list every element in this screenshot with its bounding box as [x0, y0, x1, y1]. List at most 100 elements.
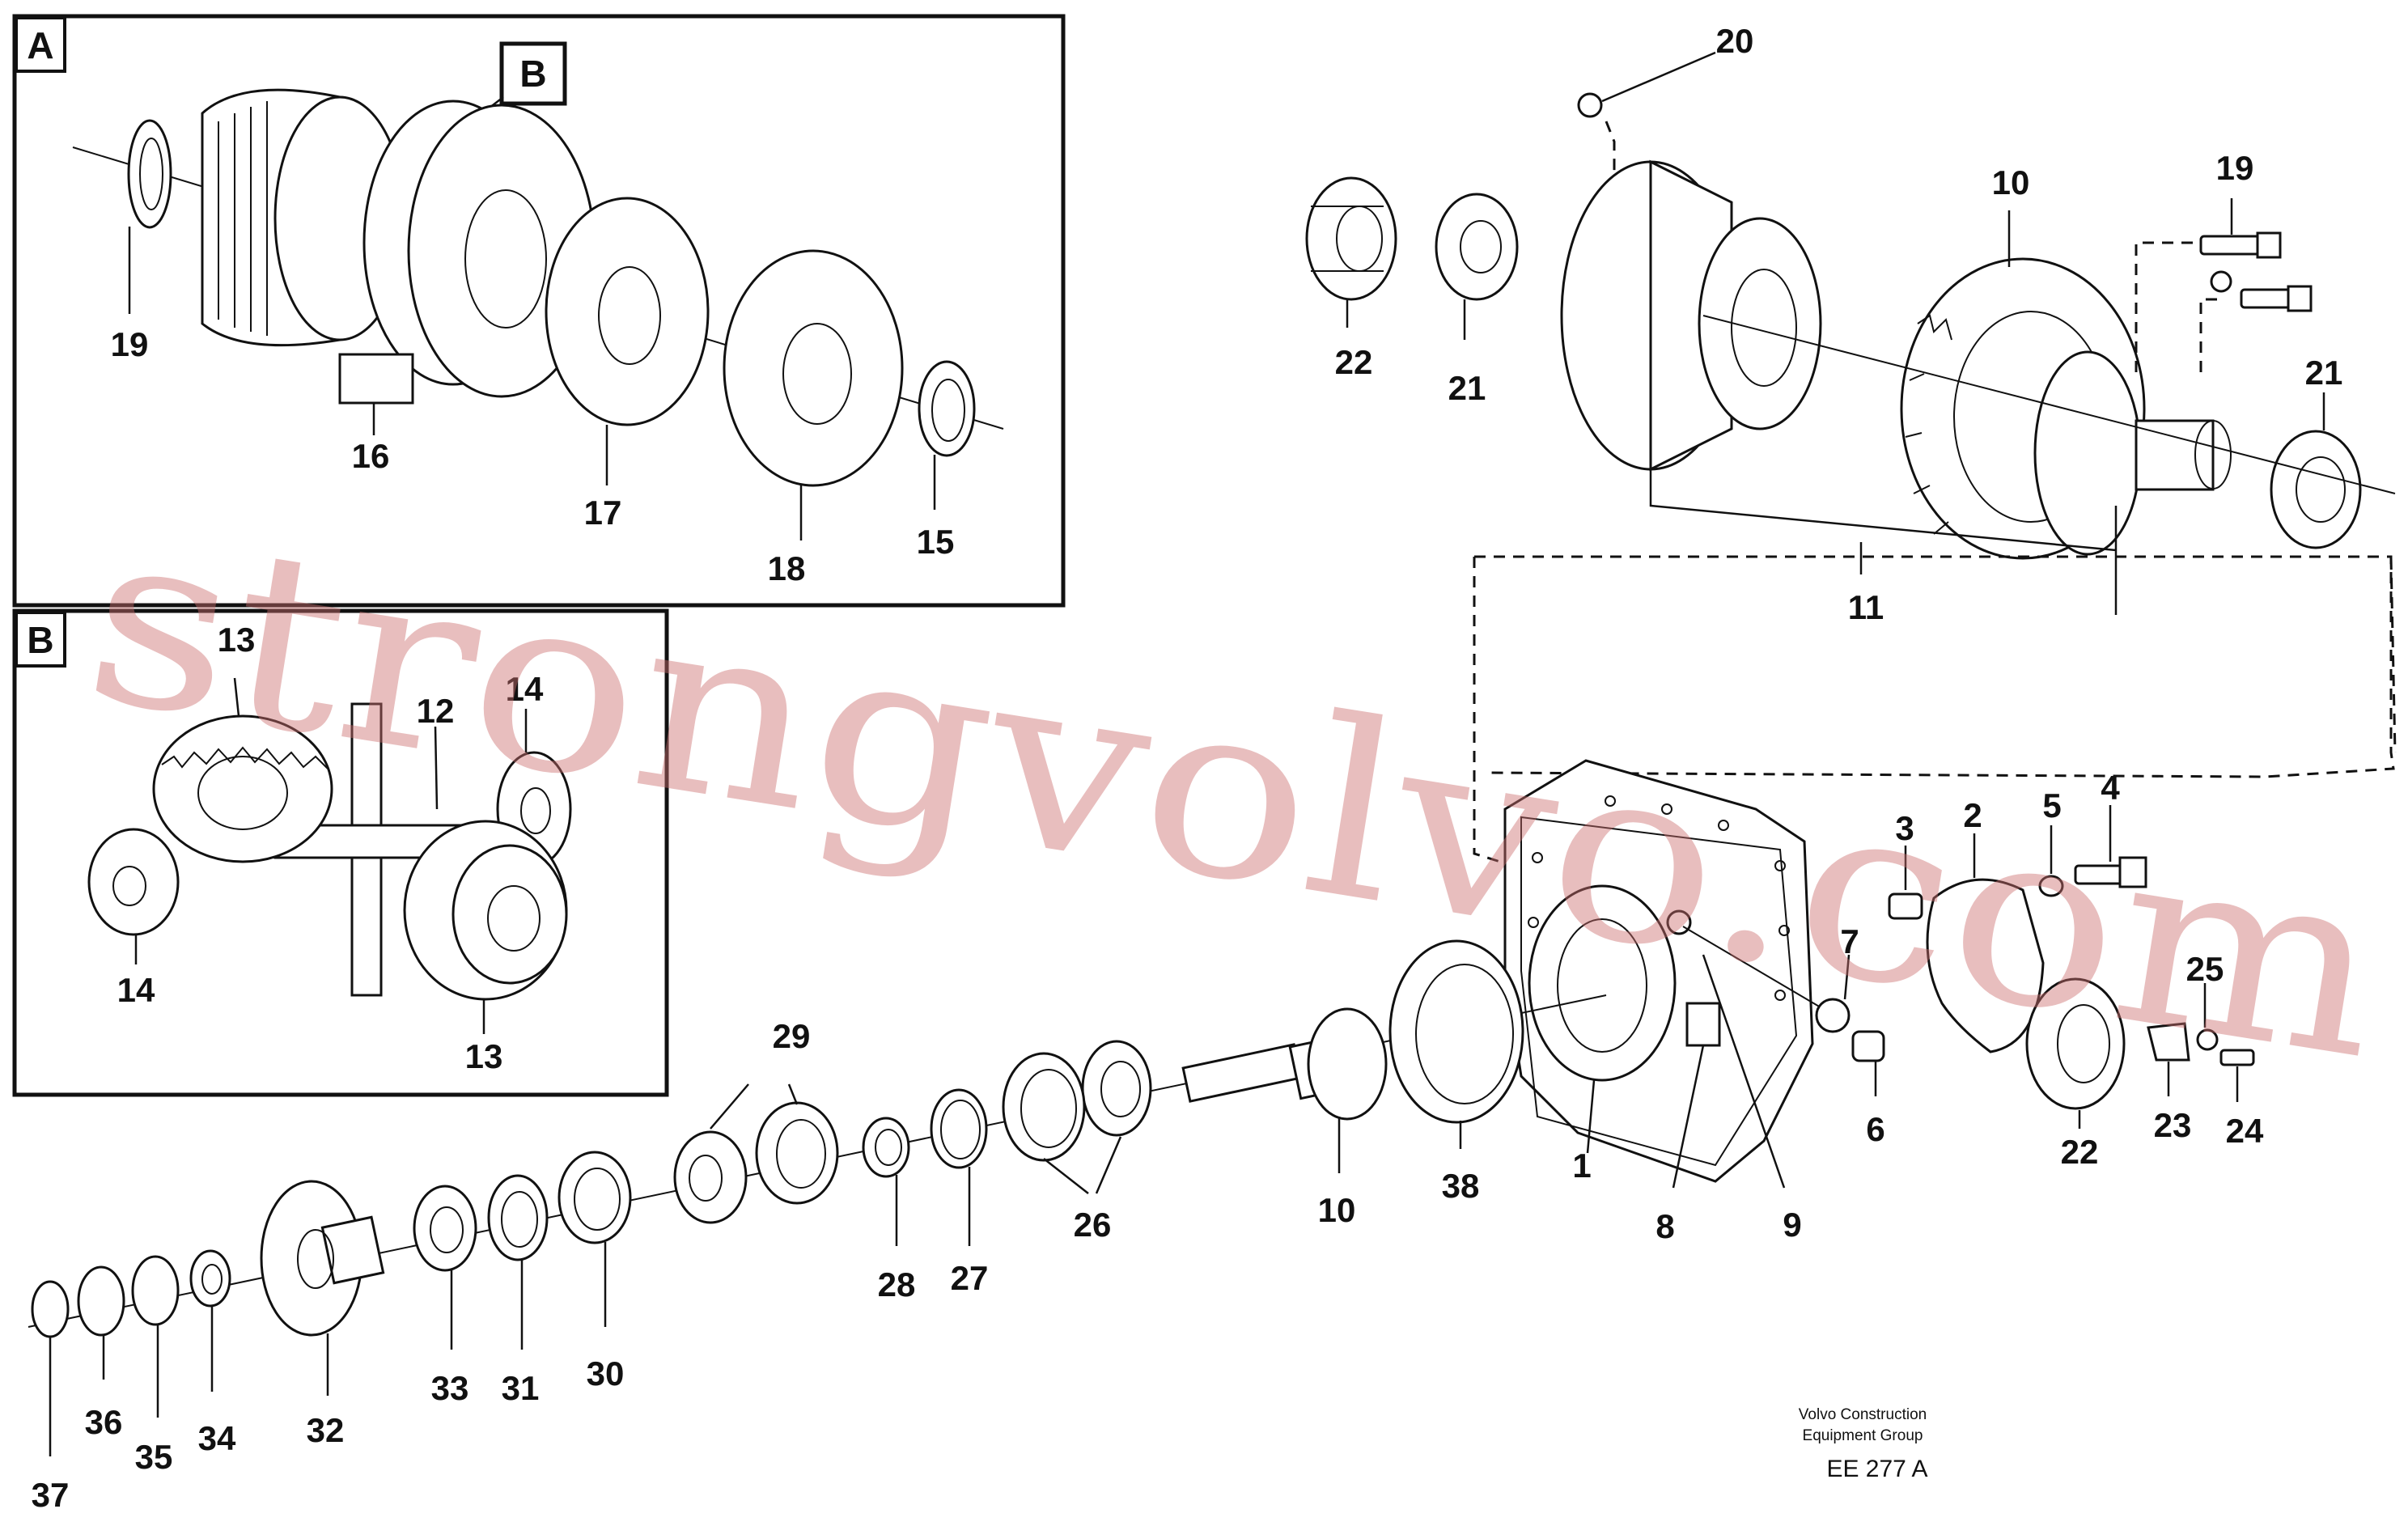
sleeve-3 — [1888, 892, 1923, 920]
label-11: 11 — [1848, 588, 1884, 626]
label-26: 26 — [1074, 1206, 1112, 1244]
inset-b-tag-box — [15, 611, 66, 668]
label-33: 33 — [431, 1369, 469, 1407]
label-7: 7 — [1840, 922, 1859, 960]
label-25: 25 — [2186, 950, 2224, 988]
label-10-bottom: 10 — [1318, 1191, 1356, 1229]
footer-block: Volvo Construction Equipment Group EE 27… — [1799, 1406, 1928, 1482]
label-19-right: 19 — [2216, 149, 2254, 187]
bearing-21-left — [1435, 193, 1519, 301]
shim-27 — [930, 1088, 988, 1169]
footer-company: Volvo Construction — [1799, 1406, 1927, 1423]
label-27: 27 — [951, 1259, 989, 1297]
label-38: 38 — [1442, 1167, 1480, 1205]
adjusting-nut-22 — [2025, 977, 2126, 1110]
bearing-cap-2 — [1926, 878, 2045, 1053]
label-4: 4 — [2101, 769, 2120, 807]
inset-a-subtag-box — [499, 41, 567, 106]
label-6: 6 — [1866, 1110, 1884, 1148]
label-inset-a-18: 18 — [768, 549, 806, 587]
label-5: 5 — [2042, 786, 2061, 824]
differential-case — [1560, 159, 1822, 472]
label-30: 30 — [587, 1354, 625, 1392]
label-20: 20 — [1716, 22, 1754, 60]
label-21-right: 21 — [2305, 354, 2343, 392]
washer-33 — [413, 1185, 477, 1272]
inset-a-frame — [12, 14, 1066, 608]
label-22-bottom: 22 — [2061, 1133, 2099, 1171]
watermark: strongvolvo.com — [70, 473, 2400, 1113]
label-inset-a-15: 15 — [917, 523, 955, 561]
inset-b: B 13 12 14 1 — [12, 608, 669, 1097]
label-inset-a-19: 19 — [111, 325, 149, 363]
bolts-19 — [2199, 231, 2313, 312]
washer-7 — [1815, 998, 1851, 1033]
label-24: 24 — [2226, 1112, 2264, 1150]
screw-24 — [2219, 1049, 2255, 1066]
label-21-left: 21 — [1448, 369, 1486, 407]
bearing-cup-38 — [1388, 939, 1524, 1124]
plug-6 — [1851, 1030, 1885, 1062]
inset-a: A B — [12, 14, 1066, 608]
bearing-29 — [673, 1101, 839, 1224]
bearing-22-top — [1305, 176, 1397, 301]
inset-a-tag: A — [27, 24, 53, 66]
differential-hub — [2033, 350, 2232, 556]
drive-pinion-10 — [1181, 1007, 1388, 1121]
clutch-housing — [338, 100, 596, 405]
label-inset-b-13-bottom: 13 — [465, 1037, 503, 1075]
label-35: 35 — [135, 1438, 173, 1476]
friction-disc-17 — [545, 197, 710, 426]
pinion-shaft-assembly — [28, 939, 1607, 1338]
label-inset-a-17: 17 — [584, 494, 622, 532]
lock-washer-35 — [131, 1255, 180, 1326]
label-inset-b-14-right: 14 — [506, 670, 544, 708]
inset-a-tag-box — [15, 16, 66, 73]
inset-b-tag: B — [27, 619, 53, 661]
differential-assembly: 20 22 21 10 — [1305, 22, 2397, 867]
label-31: 31 — [502, 1369, 540, 1407]
steel-plate-18 — [723, 249, 904, 487]
companion-flange-32 — [260, 1180, 385, 1337]
label-9: 9 — [1783, 1206, 1801, 1244]
drawing-code: EE 277 A — [1826, 1456, 1927, 1482]
side-gear-13-lower — [403, 820, 568, 1001]
label-1: 1 — [1572, 1147, 1591, 1185]
nut-20 — [1577, 92, 1603, 118]
label-10-top: 10 — [1992, 163, 2030, 201]
label-34: 34 — [198, 1419, 236, 1457]
label-29: 29 — [773, 1017, 811, 1055]
label-36: 36 — [85, 1403, 123, 1441]
bearing-cap-assembly — [1815, 856, 2255, 1110]
lock-washer-36 — [77, 1265, 125, 1337]
thrust-washer-19 — [127, 119, 172, 229]
nut-34 — [189, 1249, 231, 1308]
washer-5 — [2038, 875, 2064, 897]
label-3: 3 — [1895, 809, 1914, 847]
side-gear-13-upper — [152, 714, 333, 863]
label-inset-b-13-top: 13 — [218, 621, 256, 659]
footer-group: Equipment Group — [1803, 1427, 1923, 1444]
label-2: 2 — [1963, 796, 1982, 834]
inset-b-frame — [12, 608, 669, 1097]
label-inset-a-16: 16 — [352, 437, 390, 475]
label-23: 23 — [2154, 1106, 2192, 1144]
label-22-top: 22 — [1335, 343, 1373, 381]
label-37: 37 — [32, 1476, 70, 1514]
label-8: 8 — [1656, 1207, 1674, 1245]
seal-30 — [557, 1151, 632, 1244]
pinion-gear-14-left — [87, 828, 180, 936]
washer-25 — [2196, 1028, 2219, 1051]
spacer-28 — [862, 1117, 910, 1178]
inset-a-subtag: B — [519, 53, 546, 95]
circlip-37 — [31, 1280, 70, 1338]
bearing-26 — [1002, 1040, 1152, 1162]
label-inset-b-14-left: 14 — [117, 971, 155, 1009]
lock-23 — [2147, 1022, 2190, 1062]
label-28: 28 — [878, 1265, 916, 1303]
label-inset-b-12: 12 — [417, 692, 455, 730]
nameplate-8 — [1685, 1002, 1721, 1047]
bearing-21-right — [2270, 430, 2362, 549]
label-32: 32 — [307, 1411, 345, 1449]
